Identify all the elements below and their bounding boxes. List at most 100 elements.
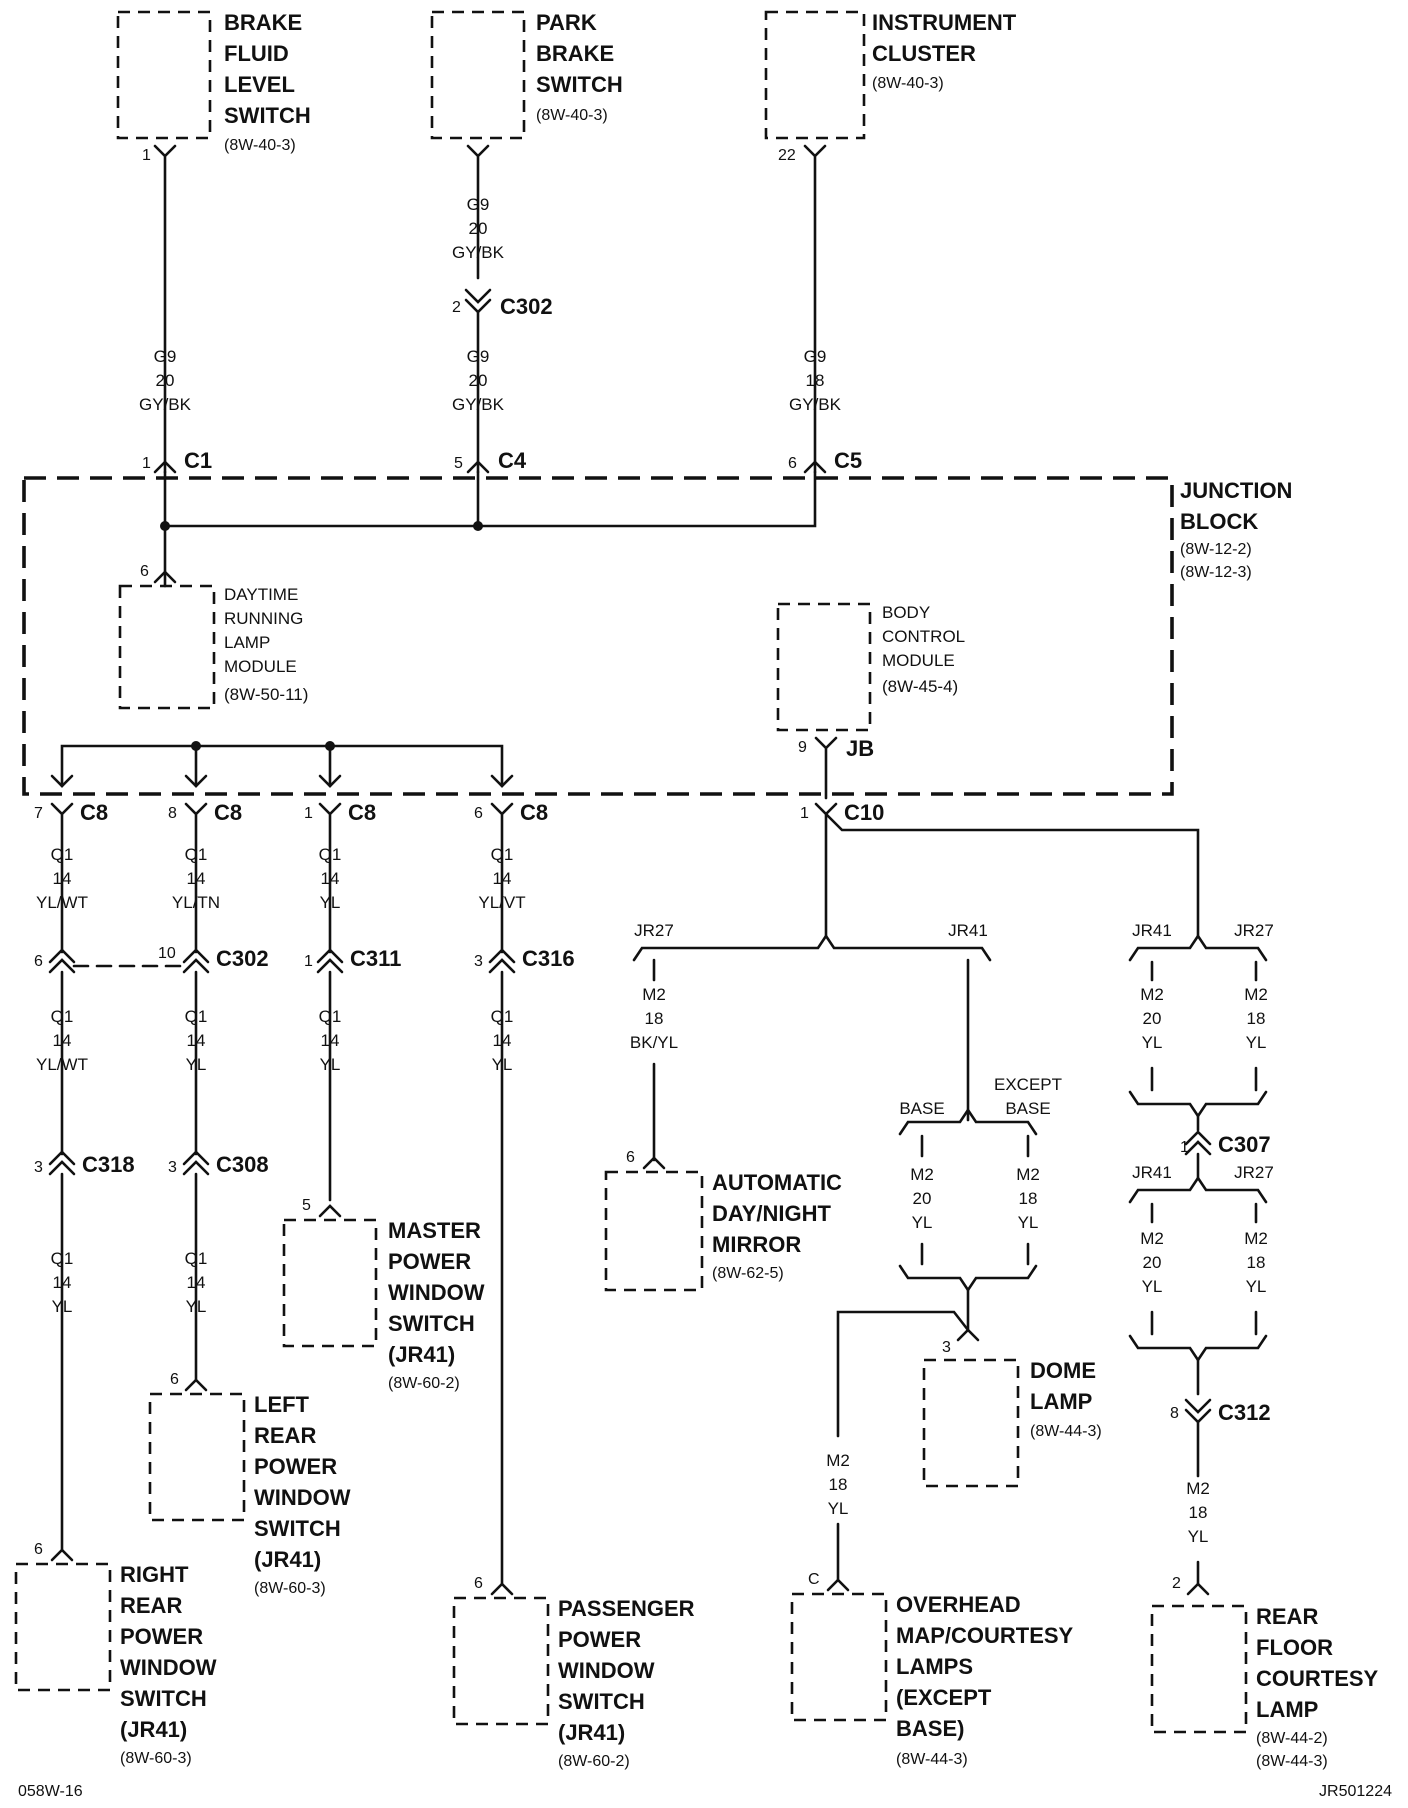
wire-c8-1-label: Q1 14 YL [319,845,342,912]
wire-gauge: 18 [806,371,825,390]
wire-gauge: 20 [1143,1253,1162,1272]
wire-color: YL [1018,1213,1039,1232]
label-line: LAMP [1030,1389,1092,1414]
label-line: DOME [1030,1358,1096,1383]
wire-code: Q1 [51,1249,74,1268]
connector-name: C316 [522,946,575,971]
wire-gauge: 14 [53,1031,72,1050]
wire-gauge: 14 [187,1273,206,1292]
pin: 8 [1170,1405,1179,1422]
wire-c311-label: Q1 14 YL [319,1007,342,1074]
connector-c8-b: 8 C8 [168,800,242,954]
label-line: LAMPS [896,1654,973,1679]
wire-color: YL/TN [172,893,220,912]
connector-name: C307 [1218,1132,1271,1157]
wire-gauge: 14 [53,1273,72,1292]
wire-code: Q1 [491,845,514,864]
wire-color: YL/WT [36,1055,88,1074]
wire-c302-10-label: Q1 14 YL [185,1007,208,1074]
instrument-cluster: INSTRUMENT CLUSTER (8W-40-3) 22 [764,10,1017,164]
wire-gauge: 18 [1189,1503,1208,1522]
connector-name: JB [846,736,874,761]
passenger-power-window-switch: 6 PASSENGER POWER WINDOW SWITCH (JR41) (… [452,1575,695,1770]
pin: 1 [800,805,809,822]
wire-jr41-top-label: M2 20 YL [1140,985,1164,1052]
wire-w2a-label: G9 20 GY/BK [452,195,505,262]
wire-color: YL [52,1297,73,1316]
wire-gauge: 18 [829,1475,848,1494]
wire-code: M2 [1244,1229,1268,1248]
pin: 5 [302,1197,311,1214]
connector-name: C8 [348,800,376,825]
wire-base-label: M2 20 YL [910,1165,934,1232]
pin: 3 [34,1159,43,1176]
rear-floor-courtesy-lamp: 2 REAR FLOOR COURTESY LAMP (8W-44-2) (8W… [1150,1575,1379,1770]
pin: 6 [788,455,797,472]
pin: 1 [304,805,313,822]
pin: 6 [474,805,483,822]
label-line: JUNCTION [1180,478,1292,503]
wire-color: BK/YL [630,1033,678,1052]
wire-gauge: 20 [156,371,175,390]
label-line: (EXCEPT [896,1685,992,1710]
pin: 3 [168,1159,177,1176]
wire-except-base-label: M2 18 YL [1016,1165,1040,1232]
connector-name: C10 [844,800,884,825]
pin: 6 [34,953,43,970]
pin: 1 [1180,1139,1189,1156]
ref: (8W-44-3) [896,1751,968,1768]
pin: 5 [454,455,463,472]
label-line: BLOCK [1180,509,1258,534]
connector-c318: 3 C318 [34,1150,135,1177]
label-line: MASTER [388,1218,481,1243]
connector-c1: 1 C1 [142,448,212,474]
connector-c10: 1 C10 [800,800,1200,938]
wire-gauge: 18 [645,1009,664,1028]
wire-rear-floor-label: M2 18 YL [1186,1479,1210,1546]
ref: (8W-44-2) [1256,1730,1328,1747]
ref: (8W-40-3) [224,137,296,154]
label-line: CLUSTER [872,41,976,66]
option-jr27: JR27 [1234,921,1274,940]
label-line: BRAKE [224,10,302,35]
option-except: BASE [1005,1099,1050,1118]
wire-code: Q1 [491,1007,514,1026]
pin: 3 [942,1339,951,1356]
label-line: BASE) [896,1716,964,1741]
ref: (8W-62-5) [712,1265,784,1282]
label-line: BRAKE [536,41,614,66]
label-line: MODULE [224,657,297,676]
label-line: DAY/NIGHT [712,1201,832,1226]
junction-block: JUNCTION BLOCK (8W-12-2) (8W-12-3) [22,476,1292,796]
label-line: FLUID [224,41,289,66]
option-except: EXCEPT [994,1075,1062,1094]
label-line: (JR41) [254,1547,321,1572]
wire-gauge: 20 [913,1189,932,1208]
connector-c312: 8 C312 [1170,1398,1271,1425]
wire-gauge: 14 [187,1031,206,1050]
pin: 6 [474,1575,483,1592]
label-line: LAMP [1256,1697,1318,1722]
connector-name: C308 [216,1152,269,1177]
overhead-map-courtesy-lamps: C OVERHEAD MAP/COURTESY LAMPS (EXCEPT BA… [790,1571,1074,1768]
wire-code: M2 [826,1451,850,1470]
label-line: REAR [254,1423,316,1448]
wire-gauge: 14 [493,869,512,888]
option-jr41: JR41 [1132,921,1172,940]
ref: (8W-50-11) [224,685,308,704]
option-labels-right-bottom: JR41 JR27 [1132,1163,1274,1182]
label-line: POWER [558,1627,641,1652]
wire-c8-7-label: Q1 14 YL/WT [36,845,88,912]
connector-name: C5 [834,448,862,473]
wire-c308-label: Q1 14 YL [185,1249,208,1316]
label-line: LEFT [254,1392,310,1417]
wire-color: YL [492,1055,513,1074]
wire-color: YL [1246,1033,1267,1052]
wire-code: Q1 [185,845,208,864]
connector-name: C1 [184,448,212,473]
wire-color: GY/BK [139,395,192,414]
wire-code: Q1 [51,1007,74,1026]
ref: (8W-60-3) [254,1580,326,1597]
wire-code: Q1 [51,845,74,864]
connector-c302-left: 6 [34,948,188,974]
